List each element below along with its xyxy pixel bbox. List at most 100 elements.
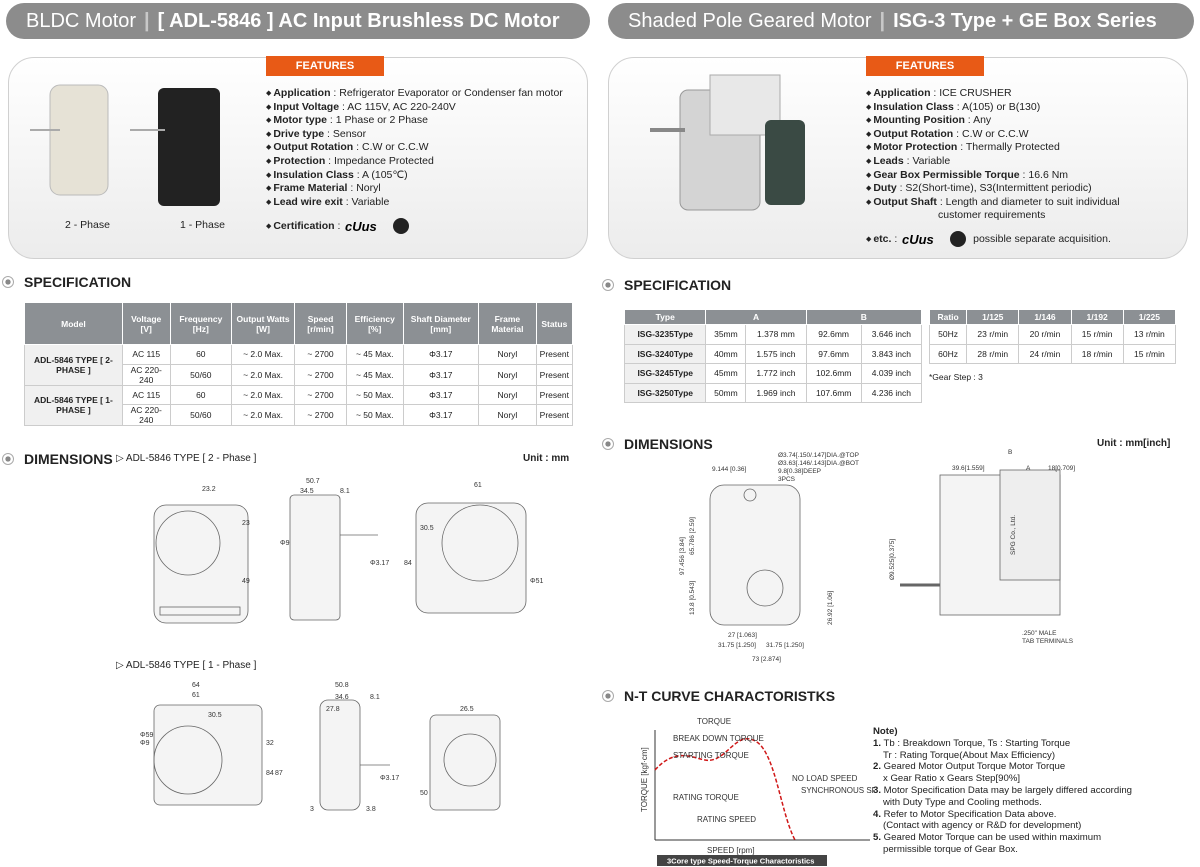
feature-item: Certification : cUus: [266, 217, 563, 235]
feature-item: Motor type : 1 Phase or 2 Phase: [266, 114, 563, 128]
table-cell: ISG-3240Type: [623, 343, 707, 364]
header-bold: ISG-3 Type + GE Box Series: [893, 9, 1157, 32]
feature-item: Gear Box Permissible Torque : 16.6 Nm: [866, 169, 1120, 183]
dim-label: 26.92 [1.06]: [827, 590, 834, 625]
dim-label: 50.8: [335, 682, 349, 689]
note-item: 5. Geared Motor Torque can be used withi…: [873, 832, 1193, 856]
table-cell: ~ 2.0 Max.: [231, 384, 296, 405]
feature-item: Duty : S2(Short-time), S3(Intermittent p…: [866, 182, 1120, 196]
torque-curve: [654, 737, 796, 841]
geared-dimension-drawings: Ø3.74[.150/.147]DIA.@TOP Ø3.63[.146/.143…: [679, 449, 1075, 663]
table-cell: Φ3.17: [402, 404, 480, 426]
table-cell: 20 r/min: [1018, 324, 1072, 345]
table-cell: ~ 2700: [294, 344, 347, 365]
unit-label: Unit : mm: [523, 453, 570, 464]
notes: Note) 1. Tb : Breakdown Torque, Ts : Sta…: [873, 726, 1193, 856]
dim-subtitle-2phase: ▷ ADL-5846 TYPE [ 2 - Phase ]: [116, 453, 257, 464]
col-header: Frequency [Hz]: [169, 302, 233, 345]
bldc-dimension-drawings: 23.2 50.7 34.5 8.1 61 30.5 49 84 Φ9 Φ3.1…: [140, 478, 543, 813]
table-cell: ISG-3245Type: [623, 363, 707, 384]
col-header: Speed [r/min]: [294, 302, 347, 345]
table-cell: Noryl: [478, 384, 537, 405]
table-cell: 45mm: [705, 363, 747, 384]
table-cell: Φ3.17: [402, 344, 480, 365]
table-cell: 13 r/min: [1122, 324, 1177, 345]
col-header: 1/192: [1070, 309, 1124, 325]
col-header: Status: [535, 302, 574, 345]
bullet-icon: [2, 453, 14, 465]
table-cell: Φ3.17: [402, 384, 480, 405]
caption-1-phase: 1 - Phase: [180, 219, 225, 231]
col-header: Ratio: [928, 309, 968, 325]
dim-label: 87: [275, 770, 283, 777]
dim-label: 30.5: [208, 712, 222, 719]
notes-title: Note): [873, 726, 898, 737]
dim-label: Φ3.17: [380, 775, 399, 782]
dim-label: 49: [242, 578, 250, 585]
feature-item: Application : ICE CRUSHER: [866, 87, 1120, 101]
note-number: 4.: [873, 808, 882, 820]
table-cell: AC 115: [121, 384, 171, 405]
dim-label: 84: [266, 770, 274, 777]
chart-annotation: NO LOAD SPEED: [792, 774, 858, 783]
table-cell: 60: [169, 344, 233, 365]
features-tab: FEATURES: [866, 56, 984, 76]
feature-item: Application : Refrigerator Evaporator or…: [266, 87, 562, 101]
feature-continuation: customer requirements: [938, 209, 1046, 222]
dim-label: 8.1: [340, 488, 350, 495]
cert-logos-icon: cUus: [902, 230, 967, 247]
note-number: 5.: [873, 832, 882, 844]
features-tab: FEATURES: [266, 56, 384, 76]
feature-item: Output Rotation : C.W or C.C.W: [266, 141, 563, 155]
y-axis-label: TORQUE [kgf·cm]: [640, 747, 649, 812]
dim-label: 65.786 [2.59]: [689, 517, 696, 555]
chart-title: 3Core type Speed-Torque Charactoristics: [667, 857, 814, 866]
dim-label: 61: [192, 692, 200, 699]
col-header: 1/146: [1018, 309, 1072, 325]
note-text-cont: permissible torque of Gear Box.: [883, 843, 1018, 855]
section-heading: N-T CURVE CHARACTORISTKS: [602, 688, 835, 704]
table-cell: 1.378 mm: [745, 324, 807, 345]
table-cell: Noryl: [478, 344, 537, 365]
unit-label: Unit : mm[inch]: [1097, 438, 1171, 449]
dim-label: Ø3.63[.146/.143]DIA.@BOT: [778, 460, 859, 467]
note-item: 2. Geared Motor Output Torque Motor Torq…: [873, 761, 1193, 785]
table-cell: ~ 2.0 Max.: [231, 404, 296, 426]
feature-item: Output Rotation : C.W or C.C.W: [866, 128, 1120, 142]
col-header: B: [805, 309, 923, 325]
table-cell: ~ 50 Max.: [345, 404, 404, 426]
section-heading: SPECIFICATION: [602, 277, 731, 293]
table-cell: ~ 2700: [294, 363, 347, 386]
table-cell: 50mm: [705, 382, 747, 403]
dim-label: 9.8[0.38]DEEP: [778, 468, 821, 475]
dim-label: 27.8: [326, 706, 340, 713]
feature-item: Drive type : Sensor: [266, 128, 563, 142]
table-cell: ISG-3250Type: [623, 382, 707, 403]
table-cell: AC 220-240: [121, 404, 171, 426]
table-cell: 50/60: [169, 404, 233, 426]
table-cell: 15 r/min: [1070, 324, 1124, 345]
note-item: 4. Refer to Motor Specification Data abo…: [873, 809, 1193, 833]
cert-logos-icon: cUus: [345, 218, 410, 235]
col-header: 1/125: [966, 309, 1020, 325]
table-cell: ISG-3235Type: [623, 324, 707, 345]
svg-text:cUus: cUus: [345, 219, 377, 234]
feature-item: etc. : cUus possible separate acquisitio…: [866, 230, 1120, 248]
bullet-icon: [602, 279, 614, 291]
table-cell: 40mm: [705, 343, 747, 364]
dim-label: Ø9.525[0.375]: [889, 539, 896, 580]
table-cell: 4.236 inch: [860, 382, 923, 403]
geared-motor-photo: [650, 74, 805, 211]
note-text: Refer to Motor Specification Data above.: [881, 808, 1057, 820]
dim-label: Ø3.74[.150/.147]DIA.@TOP: [778, 452, 859, 459]
col-header: Output Watts [W]: [231, 302, 296, 345]
model-cell: ADL-5846 TYPE [ 2-PHASE ]: [24, 344, 123, 386]
header-bold: [ ADL-5846 ] AC Input Brushless DC Motor: [157, 9, 560, 32]
header-light: BLDC Motor: [26, 9, 137, 32]
dim-label: Φ9: [280, 540, 290, 547]
